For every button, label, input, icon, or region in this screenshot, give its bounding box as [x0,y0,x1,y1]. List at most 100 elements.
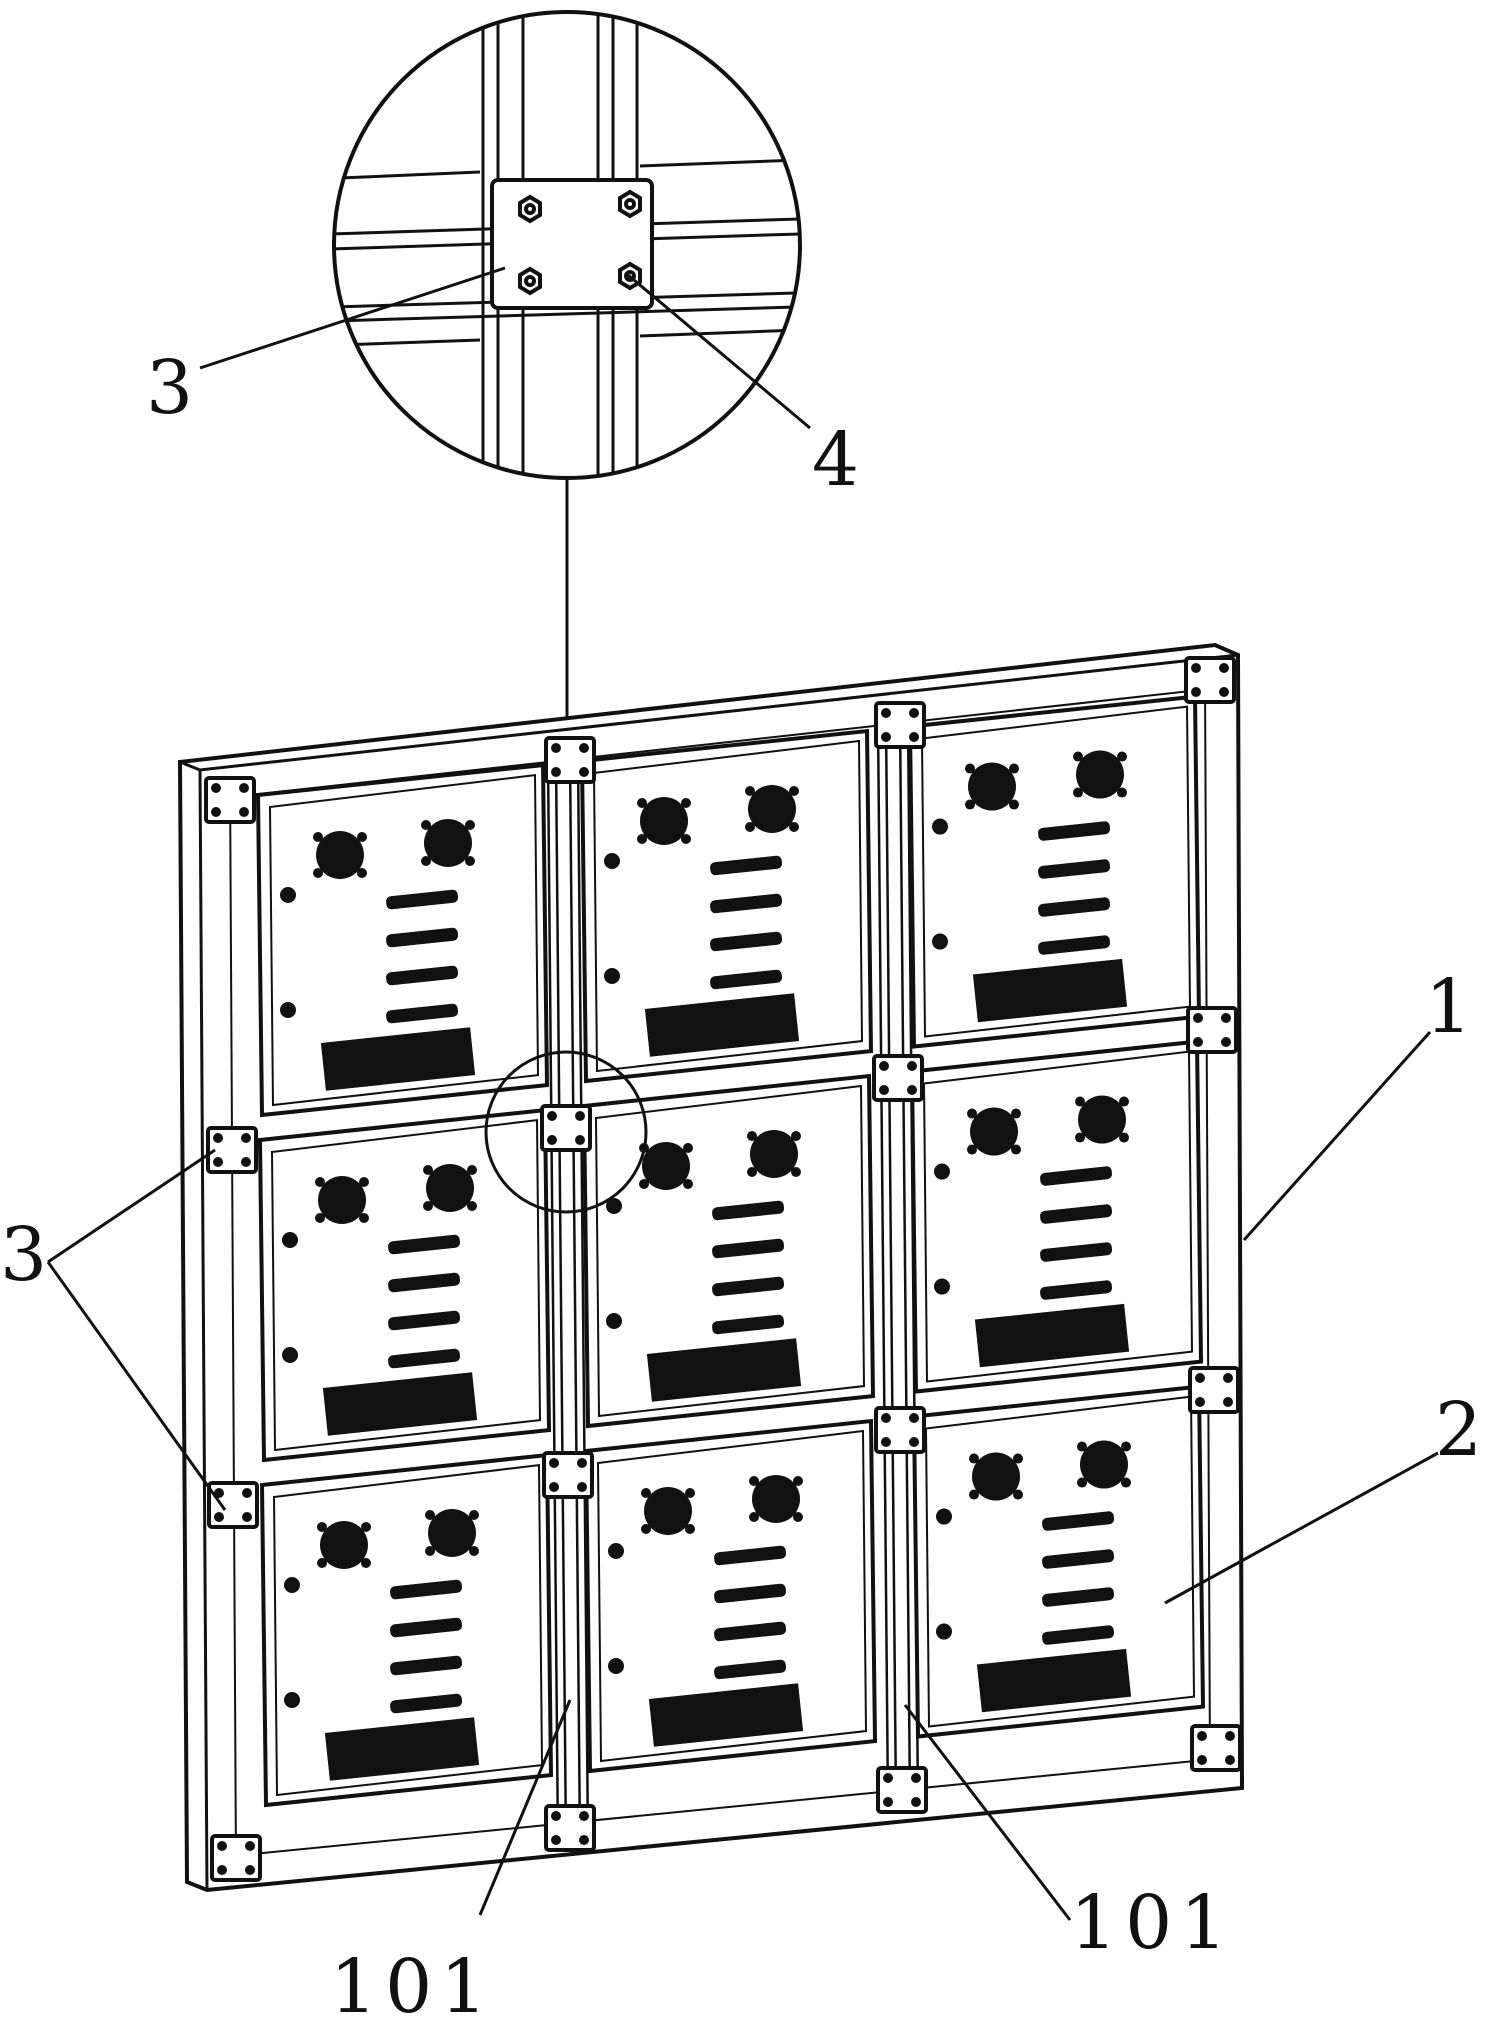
bolt-icon [547,1135,557,1145]
bolt-icon [881,1413,891,1423]
ribbon-connector-icon [1040,1280,1113,1300]
bolt-icon [217,1865,227,1875]
bolt-icon [245,1841,255,1851]
bolt-icon [1197,1731,1207,1741]
label-plate [648,1683,804,1747]
detail-view [332,10,802,745]
vertical-channel-left [546,757,590,1846]
connector-plate [204,776,256,824]
mount-hole-icon [932,818,948,835]
connector-plate [876,1766,928,1814]
led-module [911,1384,1206,1739]
ribbon-connector-icon [1040,1204,1113,1224]
bolt-icon [577,1458,587,1468]
power-connector-icon [1075,1095,1129,1144]
led-module [909,1039,1204,1394]
bolt-icon [211,807,221,817]
label-plate [320,1027,476,1091]
power-connector-icon [969,1452,1023,1501]
label-bolt: 4 [812,417,859,503]
leader-lines [46,266,1439,1921]
bolt-icon [245,1865,255,1875]
bolt-icon [241,1157,251,1167]
ribbon-connector-icon [388,1234,461,1255]
bolt-icon [549,1458,559,1468]
mount-hole-icon [936,1623,952,1640]
bolt-icon [579,743,589,753]
mount-hole-icon [604,852,620,869]
label-plate [976,1648,1132,1713]
label-channel-right: 101 [1070,1880,1235,1966]
power-connector-icon [1077,1440,1131,1489]
bolt-icon [239,783,249,793]
detail-bolts [518,189,642,296]
mount-hole-icon [282,1347,298,1363]
bolt-icon [213,1157,223,1167]
power-connector-icon [749,1474,803,1523]
bolt-icon [547,1111,557,1121]
label-plate [324,1717,480,1781]
bolt-icon [1197,1755,1207,1765]
connector-plate [1184,656,1236,704]
mount-hole-icon [934,1278,950,1295]
ribbon-connector-icon [390,1617,463,1638]
bolt-icon [1193,1013,1203,1023]
bolt-icon [881,1437,891,1447]
connector-plates [204,656,1242,1882]
bolt-icon [909,708,919,718]
led-module [255,762,550,1118]
label-plate [972,958,1128,1023]
ribbon-connector-icon [712,1200,785,1221]
ribbon-connector-icon [1038,935,1111,955]
ribbon-connector-icon [1038,897,1111,917]
ribbon-connector-icon [1042,1511,1115,1531]
led-module-grid [255,694,1206,1808]
ribbon-connector-icon [386,1003,459,1024]
connector-plate [1188,1366,1240,1414]
bolt-icon [907,1061,917,1071]
bolt-icon [242,1512,252,1522]
connector-plate [206,1126,258,1174]
ribbon-connector-icon [714,1659,787,1680]
bolt-icon [551,1835,561,1845]
bolt-icon [1193,1037,1203,1047]
ribbon-connector-icon [390,1579,463,1600]
bolt-icon [551,767,561,777]
connector-plate [544,1804,596,1852]
bolt-icon [907,1085,917,1095]
ribbon-connector-icon [1038,821,1111,841]
label-connector: 3 [0,1212,47,1298]
ribbon-connector-icon [714,1545,787,1566]
detail-highlight-circle [484,1050,648,1214]
ribbon-connector-icon [388,1348,461,1369]
power-connector-icon [967,1107,1021,1156]
label-plate [646,1338,802,1402]
mount-hole-icon [280,887,296,903]
connector-plate [872,1054,924,1102]
ribbon-connector-icon [388,1272,461,1293]
ribbon-connector-icon [386,965,459,986]
ribbon-connector-icon [1040,1166,1113,1186]
bolt-icon [1191,687,1201,697]
ribbon-connector-icon [1042,1549,1115,1569]
bolt-icon [1219,687,1229,697]
bolt-icon [1195,1373,1205,1383]
connector-plate [544,736,596,784]
led-module [259,1452,554,1808]
bolt-icon [1221,1037,1231,1047]
bolt-icon [551,743,561,753]
power-connector-icon [745,784,799,833]
bolt-icon [217,1841,227,1851]
bolt-icon [242,1488,252,1498]
bolt-icon [879,1085,889,1095]
power-connector-icon [637,796,691,845]
mount-hole-icon [284,1692,300,1708]
ribbon-connector-icon [1042,1587,1115,1607]
bolt-icon [909,1413,919,1423]
ribbon-connector-icon [712,1314,785,1335]
label-plate [644,993,800,1057]
connector-plate [874,701,926,749]
bolt-icon [549,1482,559,1492]
bolt-icon [1225,1755,1235,1765]
